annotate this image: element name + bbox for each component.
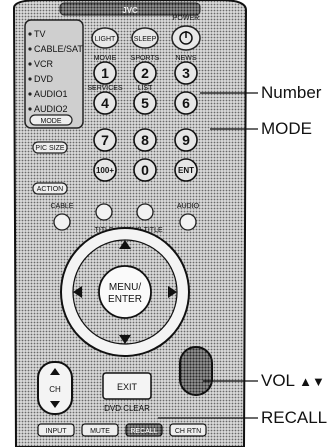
svg-text:9: 9 bbox=[182, 132, 190, 148]
light-button[interactable]: LIGHT bbox=[91, 27, 119, 49]
number-key-5[interactable]: 5 bbox=[133, 91, 157, 115]
svg-text:ENT: ENT bbox=[178, 166, 194, 175]
svg-text:0: 0 bbox=[141, 162, 149, 178]
label-movie: MOVIE bbox=[94, 55, 117, 62]
mode-list-cable: CABLE/SAT bbox=[34, 44, 83, 54]
exit-button[interactable]: EXIT bbox=[102, 372, 152, 400]
svg-text:PIC SIZE: PIC SIZE bbox=[35, 145, 65, 152]
svg-text:8: 8 bbox=[141, 132, 149, 148]
svg-text:1: 1 bbox=[101, 65, 109, 81]
svg-text:EXIT: EXIT bbox=[117, 382, 138, 392]
mode-callout-label: MODE bbox=[261, 119, 312, 138]
svg-text:3: 3 bbox=[182, 65, 190, 81]
label-sports: SPORTS bbox=[131, 55, 160, 62]
vol-arrows-icon: ▲▼ bbox=[299, 374, 325, 389]
label-services: SERVICES bbox=[87, 85, 123, 92]
mode-list-vcr: VCR bbox=[34, 59, 54, 69]
ch-rtn-button[interactable]: CH RTN bbox=[169, 423, 207, 437]
mode-list-audio2: AUDIO2 bbox=[34, 104, 68, 114]
action-button[interactable]: ACTION bbox=[32, 182, 68, 195]
power-button[interactable]: POWER bbox=[171, 15, 201, 51]
mode-list-dvd: DVD bbox=[34, 74, 54, 84]
number-key-2[interactable]: 2 bbox=[133, 61, 157, 85]
dpad-down-icon[interactable] bbox=[119, 335, 131, 344]
mute-button[interactable]: MUTE bbox=[81, 423, 119, 437]
mode-button[interactable]: MODE bbox=[29, 114, 73, 126]
pic-size-button[interactable]: PIC SIZE bbox=[32, 141, 68, 154]
number-key-ent[interactable]: ENT bbox=[174, 158, 198, 182]
svg-text:MUTE: MUTE bbox=[90, 428, 110, 435]
dpad-left-icon[interactable] bbox=[73, 286, 82, 298]
svg-text:7: 7 bbox=[101, 132, 109, 148]
recall-button[interactable]: RECALL bbox=[125, 423, 163, 437]
audio-button[interactable]: AUDIO bbox=[177, 203, 200, 231]
svg-text:MODE: MODE bbox=[41, 118, 62, 125]
svg-text:ENTER: ENTER bbox=[108, 294, 142, 305]
dpad-right-icon[interactable] bbox=[168, 286, 177, 298]
number-key-9[interactable]: 9 bbox=[174, 128, 198, 152]
svg-text:ACTION: ACTION bbox=[37, 186, 63, 193]
svg-text:6: 6 bbox=[182, 95, 190, 111]
number-callout-label: Number bbox=[261, 83, 322, 102]
svg-text:SLEEP: SLEEP bbox=[134, 36, 157, 43]
svg-text:MENU/: MENU/ bbox=[109, 282, 141, 293]
mode-panel bbox=[24, 19, 84, 129]
svg-text:4: 4 bbox=[101, 95, 109, 111]
svg-text:CH RTN: CH RTN bbox=[175, 428, 201, 435]
number-key-4[interactable]: 4 bbox=[93, 91, 117, 115]
svg-text:100+: 100+ bbox=[96, 166, 114, 175]
svg-text:POWER: POWER bbox=[173, 15, 199, 22]
vol-callout-label: VOL ▲▼ bbox=[261, 372, 325, 391]
cable-button[interactable]: CABLE bbox=[51, 203, 74, 231]
brand-logo: JVC bbox=[122, 6, 138, 15]
vol-rocker[interactable] bbox=[179, 346, 213, 396]
number-key-7[interactable]: 7 bbox=[93, 128, 117, 152]
number-key-3[interactable]: 3 bbox=[174, 61, 198, 85]
svg-text:AUDIO: AUDIO bbox=[177, 203, 200, 210]
dvd-clear-label: DVD CLEAR bbox=[104, 404, 150, 413]
label-list: LIST bbox=[138, 85, 154, 92]
dpad-up-icon[interactable] bbox=[119, 240, 131, 249]
svg-text:2: 2 bbox=[141, 65, 149, 81]
input-button[interactable]: INPUT bbox=[37, 423, 75, 437]
svg-text:RECALL: RECALL bbox=[130, 428, 157, 435]
svg-text:LIGHT: LIGHT bbox=[95, 36, 116, 43]
number-key-100[interactable]: 100+ bbox=[93, 158, 117, 182]
mode-list-tv: TV bbox=[34, 29, 46, 39]
recall-callout-label: RECALL bbox=[261, 408, 328, 427]
number-key-1[interactable]: 1 bbox=[93, 61, 117, 85]
number-key-0[interactable]: 0 bbox=[133, 158, 157, 182]
vol-callout-text: VOL bbox=[261, 371, 295, 390]
sleep-button[interactable]: SLEEP bbox=[131, 27, 159, 49]
ch-rocker[interactable]: CH bbox=[37, 361, 73, 415]
svg-text:CABLE: CABLE bbox=[51, 203, 74, 210]
menu-enter-button[interactable]: MENU/ ENTER bbox=[98, 265, 152, 319]
mode-list-audio1: AUDIO1 bbox=[34, 89, 68, 99]
svg-text:CH: CH bbox=[49, 385, 61, 394]
number-key-8[interactable]: 8 bbox=[133, 128, 157, 152]
number-key-6[interactable]: 6 bbox=[174, 91, 198, 115]
svg-text:INPUT: INPUT bbox=[46, 428, 68, 435]
label-news: NEWS bbox=[176, 55, 197, 62]
svg-text:5: 5 bbox=[141, 95, 149, 111]
